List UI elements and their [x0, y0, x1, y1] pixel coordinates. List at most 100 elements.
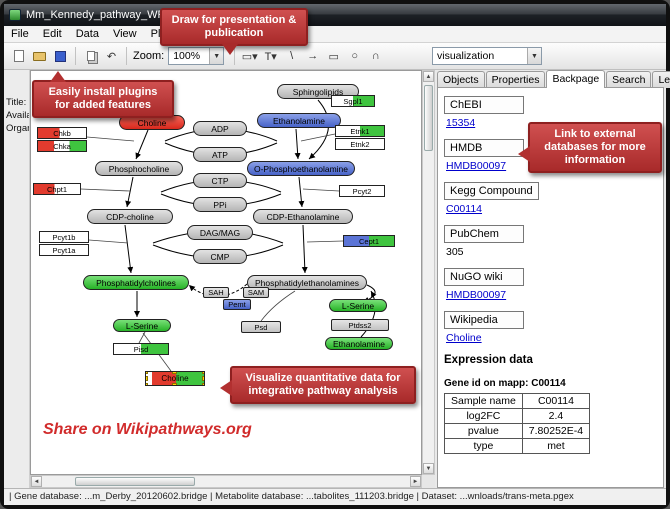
undo-icon[interactable]: ↶: [101, 46, 122, 67]
main-content: Title:AvailaOrgani: [4, 70, 670, 488]
tab-legend[interactable]: Legend: [652, 71, 670, 88]
zoom-combobox[interactable]: 100% ▼: [168, 47, 225, 65]
rect-tool-icon[interactable]: ▭: [323, 46, 344, 67]
chevron-down-icon[interactable]: ▼: [527, 48, 541, 64]
node-label: Etnk1: [350, 126, 370, 136]
pathway-node[interactable]: L-Serine: [113, 319, 171, 332]
pathway-node[interactable]: Sgpl1: [331, 95, 375, 107]
selection-handle[interactable]: [202, 375, 204, 381]
tab-objects[interactable]: Objects: [437, 71, 485, 88]
pathway-node[interactable]: CMP: [193, 249, 247, 264]
pathway-node[interactable]: SAM: [243, 287, 269, 298]
menu-data[interactable]: Data: [75, 28, 99, 40]
pathway-node[interactable]: Chpt1: [33, 183, 81, 195]
vertical-scrollbar[interactable]: ▲ ▼: [422, 70, 435, 475]
pathway-node[interactable]: Pcyt1a: [39, 244, 89, 256]
external-db-link[interactable]: 15354: [446, 117, 476, 129]
menu-view[interactable]: View: [112, 28, 137, 40]
menu-file[interactable]: File: [11, 28, 29, 40]
pathway-node[interactable]: Ptdss2: [331, 319, 389, 331]
label-dropdown-icon[interactable]: T▾: [260, 46, 281, 67]
pathway-node[interactable]: CDP-choline: [87, 209, 173, 224]
scroll-right-icon[interactable]: ►: [410, 476, 421, 487]
save-icon[interactable]: [50, 46, 71, 67]
visualization-combobox[interactable]: visualization ▼: [432, 47, 542, 65]
vertical-scroll-thumb[interactable]: [424, 85, 433, 151]
pathway-node[interactable]: Pisd: [113, 343, 169, 355]
pathway-node[interactable]: Pemt: [223, 299, 251, 310]
menu-edit[interactable]: Edit: [42, 28, 62, 40]
table-cell: type: [444, 438, 523, 454]
pathway-node[interactable]: Pcyt2: [339, 185, 385, 197]
tab-properties[interactable]: Properties: [485, 71, 546, 88]
pathway-node[interactable]: Phosphatidylcholines: [83, 275, 189, 290]
callout-plugins: Easily install plugins for added feature…: [32, 71, 174, 118]
pathway-node[interactable]: Phosphocholine: [95, 161, 183, 176]
pathway-node[interactable]: O-Phosphoethanolamine: [247, 161, 355, 176]
pathway-node[interactable]: Phosphatidylethanolamines: [247, 275, 367, 290]
scroll-down-icon[interactable]: ▼: [423, 463, 434, 474]
node-label: Choline: [137, 117, 167, 128]
pathway-info-label: Organi: [6, 123, 29, 134]
app-icon: [9, 9, 21, 21]
toolbar-separator: [126, 47, 127, 65]
db-value: 305: [446, 246, 464, 258]
pathway-node[interactable]: Ethanolamine: [257, 113, 341, 128]
pathway-node[interactable]: ATP: [193, 147, 247, 162]
external-db-link[interactable]: HMDB00097: [446, 289, 507, 301]
scroll-up-icon[interactable]: ▲: [423, 71, 434, 82]
pathway-node[interactable]: ADP: [193, 121, 247, 136]
pathway-node[interactable]: SAH: [203, 287, 229, 298]
line-tool-icon[interactable]: \: [281, 46, 302, 67]
pathway-node[interactable]: Chka: [37, 140, 87, 152]
selection-handle[interactable]: [172, 372, 177, 374]
pathway-node[interactable]: Choline: [145, 371, 205, 386]
callout-arrow-left-icon: [220, 380, 232, 396]
selection-handle[interactable]: [172, 383, 177, 385]
tab-search[interactable]: Search: [606, 71, 652, 88]
toolbar: ↶ Zoom: 100% ▼ ▭▾T▾\→▭○∩ visualization ▼: [4, 43, 666, 70]
selection-handle[interactable]: [146, 383, 148, 385]
pathway-node[interactable]: L-Serine: [329, 299, 387, 312]
pathway-node[interactable]: CDP-Ethanolamine: [253, 209, 353, 224]
arrow-tool-icon[interactable]: →: [302, 46, 323, 67]
scroll-left-icon[interactable]: ◄: [31, 476, 42, 487]
line-tool-icon: \: [290, 50, 294, 62]
pathway-node[interactable]: Chkb: [37, 127, 87, 139]
open-folder-icon[interactable]: [29, 46, 50, 67]
selection-handle[interactable]: [146, 372, 148, 374]
horizontal-scrollbar[interactable]: ◄ ►: [30, 475, 422, 488]
selection-handle[interactable]: [202, 383, 204, 385]
pathway-node[interactable]: Etnk2: [335, 138, 385, 150]
external-db-link[interactable]: Choline: [446, 332, 482, 344]
arc-tool-icon[interactable]: ∩: [365, 46, 386, 67]
external-db-link[interactable]: C00114: [446, 203, 483, 215]
new-file-icon[interactable]: [8, 46, 29, 67]
pathway-node[interactable]: DAG/MAG: [187, 225, 253, 240]
pathway-node[interactable]: Ethanolamine: [325, 337, 393, 350]
pathway-node[interactable]: Cept1: [343, 235, 395, 247]
pathway-node[interactable]: CTP: [193, 173, 247, 188]
callout-arrow-down-icon: [222, 44, 238, 55]
pathway-node[interactable]: PPi: [193, 197, 247, 212]
node-label: Ethanolamine: [333, 338, 385, 349]
copy-icon: [86, 51, 95, 61]
copy-icon[interactable]: [80, 46, 101, 67]
datanode-dropdown-icon[interactable]: ▭▾: [239, 46, 260, 67]
tab-backpage[interactable]: Backpage: [546, 70, 606, 88]
external-db-link[interactable]: HMDB00097: [446, 160, 507, 172]
selection-handle[interactable]: [146, 375, 148, 381]
pathway-node[interactable]: Psd: [241, 321, 281, 333]
chevron-down-icon[interactable]: ▼: [209, 48, 224, 64]
pathway-node[interactable]: Etnk1: [335, 125, 385, 137]
oval-tool-icon[interactable]: ○: [344, 46, 365, 67]
selection-handle[interactable]: [202, 372, 204, 374]
horizontal-scroll-thumb[interactable]: [75, 477, 195, 486]
save-icon: [55, 50, 66, 62]
pathway-node[interactable]: Pcyt1b: [39, 231, 89, 243]
